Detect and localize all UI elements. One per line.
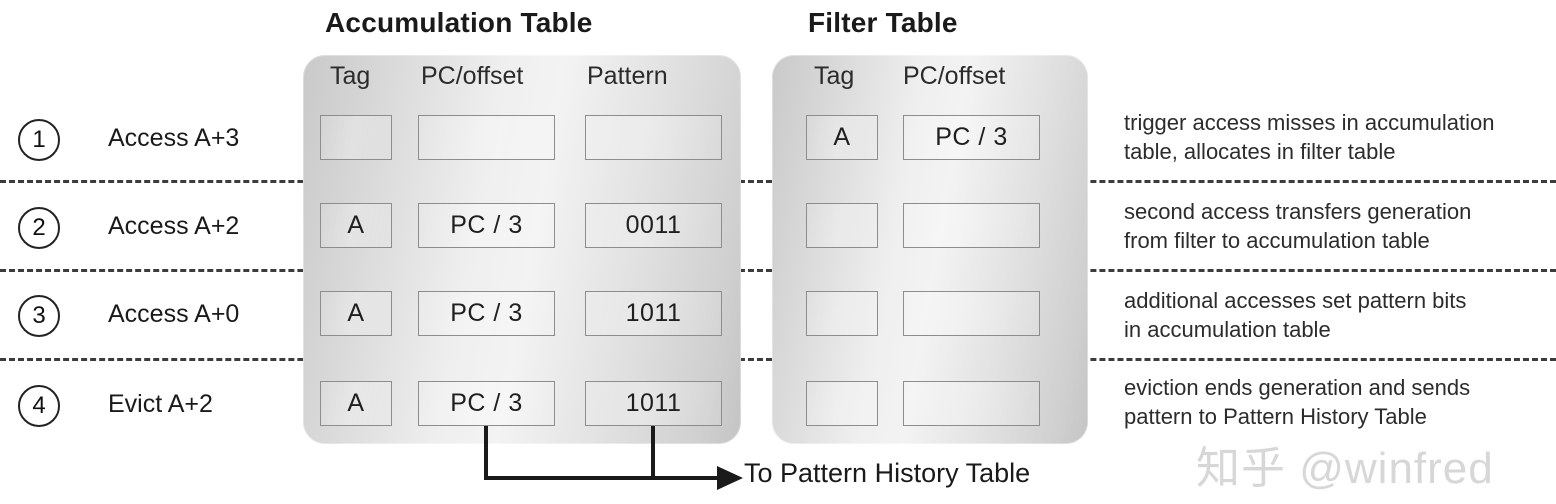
- acc-cell-pc-offset[interactable]: PC / 3: [418, 381, 555, 426]
- flt-cell-tag[interactable]: [806, 203, 878, 248]
- filter-table-panel: [772, 55, 1088, 444]
- filter-table-title: Filter Table: [808, 7, 958, 38]
- step-note-line: additional accesses set pattern bits: [1124, 288, 1467, 313]
- accumulation-table-panel: [303, 55, 741, 444]
- acc-cell-tag[interactable]: [320, 115, 392, 160]
- step-note-line: second access transfers generation: [1124, 199, 1472, 224]
- flt-cell-tag[interactable]: A: [806, 115, 878, 160]
- step-number-badge: 3: [18, 295, 60, 337]
- acc-column-header-pattern: Pattern: [587, 62, 668, 90]
- acc-cell-pc-offset[interactable]: [418, 115, 555, 160]
- acc-cell-pattern[interactable]: 1011: [585, 291, 722, 336]
- step-label: Access A+3: [108, 124, 240, 152]
- output-arrow-label: To Pattern History Table: [744, 458, 1031, 488]
- watermark: 知乎 @winfred: [1196, 444, 1494, 493]
- step-label: Access A+0: [108, 300, 240, 328]
- step-number-badge: 2: [18, 207, 60, 249]
- acc-column-header-tag: Tag: [330, 62, 371, 90]
- flt-cell-pc-offset[interactable]: [903, 291, 1040, 336]
- step-note: trigger access misses in accumulation ta…: [1124, 108, 1554, 166]
- acc-cell-pc-offset[interactable]: PC / 3: [418, 203, 555, 248]
- acc-cell-tag[interactable]: A: [320, 381, 392, 426]
- acc-cell-pattern[interactable]: 1011: [585, 381, 722, 426]
- flt-column-header-tag: Tag: [814, 62, 855, 90]
- acc-cell-pc-offset[interactable]: PC / 3: [418, 291, 555, 336]
- acc-cell-tag[interactable]: A: [320, 203, 392, 248]
- acc-cell-pattern[interactable]: [585, 115, 722, 160]
- flt-column-header-pc-offset: PC/offset: [903, 62, 1006, 90]
- flt-cell-tag[interactable]: [806, 291, 878, 336]
- flt-cell-tag[interactable]: [806, 381, 878, 426]
- step-note: additional accesses set pattern bits in …: [1124, 286, 1554, 344]
- step-note-line: trigger access misses in accumulation: [1124, 110, 1495, 135]
- step-label: Access A+2: [108, 212, 240, 240]
- accumulation-table-title: Accumulation Table: [325, 7, 593, 38]
- step-note: eviction ends generation and sends patte…: [1124, 373, 1554, 431]
- step-note-line: table, allocates in filter table: [1124, 139, 1396, 164]
- step-label: Evict A+2: [108, 390, 213, 418]
- step-note-line: pattern to Pattern History Table: [1124, 404, 1427, 429]
- step-number-badge: 1: [18, 119, 60, 161]
- acc-cell-tag[interactable]: A: [320, 291, 392, 336]
- acc-cell-pattern[interactable]: 0011: [585, 203, 722, 248]
- flt-cell-pc-offset[interactable]: [903, 203, 1040, 248]
- step-note-line: in accumulation table: [1124, 317, 1331, 342]
- flt-cell-pc-offset[interactable]: [903, 381, 1040, 426]
- step-note-line: from filter to accumulation table: [1124, 228, 1430, 253]
- step-number-badge: 4: [18, 385, 60, 427]
- step-note: second access transfers generation from …: [1124, 197, 1554, 255]
- step-note-line: eviction ends generation and sends: [1124, 375, 1471, 400]
- acc-column-header-pc-offset: PC/offset: [421, 62, 524, 90]
- flt-cell-pc-offset[interactable]: PC / 3: [903, 115, 1040, 160]
